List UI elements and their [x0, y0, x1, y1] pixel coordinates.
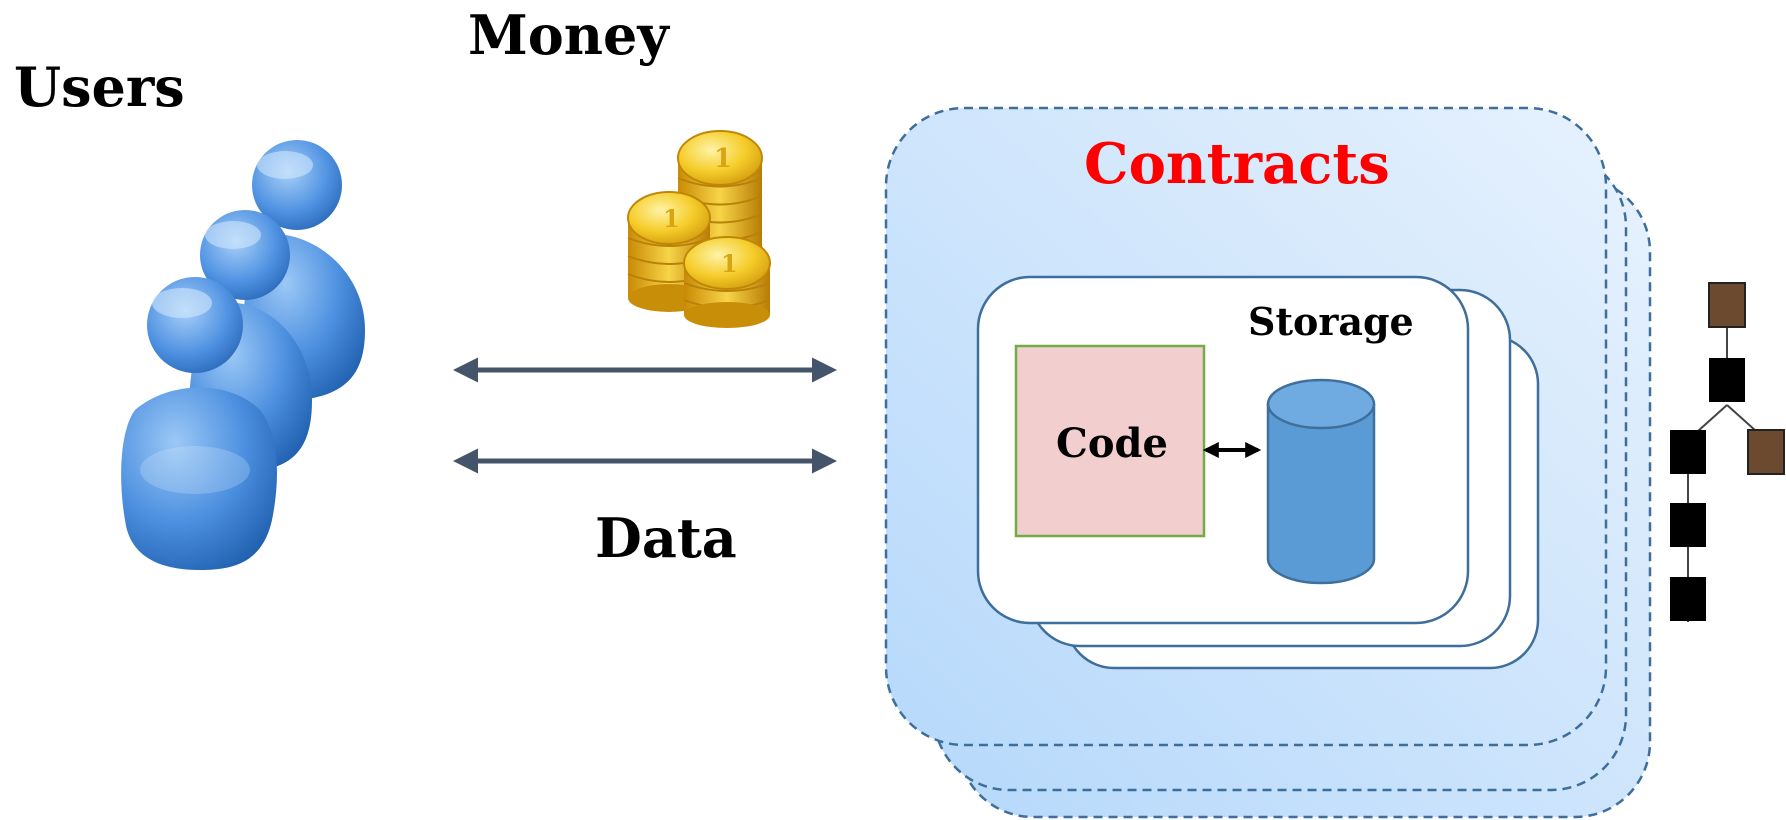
contracts-title: Contracts — [1084, 131, 1390, 197]
users-group-icon — [121, 140, 365, 570]
code-box — [1014, 344, 1206, 538]
money-label: Money — [468, 3, 669, 67]
svg-text:1: 1 — [714, 144, 732, 174]
data-label: Data — [595, 506, 737, 570]
storage-label: Storage — [1248, 299, 1414, 344]
blockchain-tree-icon — [1670, 282, 1785, 622]
gold-coins-icon: 1 1 1 — [627, 130, 771, 328]
database-cylinder-icon — [1266, 378, 1376, 585]
svg-text:1: 1 — [663, 204, 680, 233]
users-label: Users — [14, 55, 185, 119]
code-label: Code — [1056, 420, 1168, 467]
svg-text:1: 1 — [721, 249, 738, 278]
